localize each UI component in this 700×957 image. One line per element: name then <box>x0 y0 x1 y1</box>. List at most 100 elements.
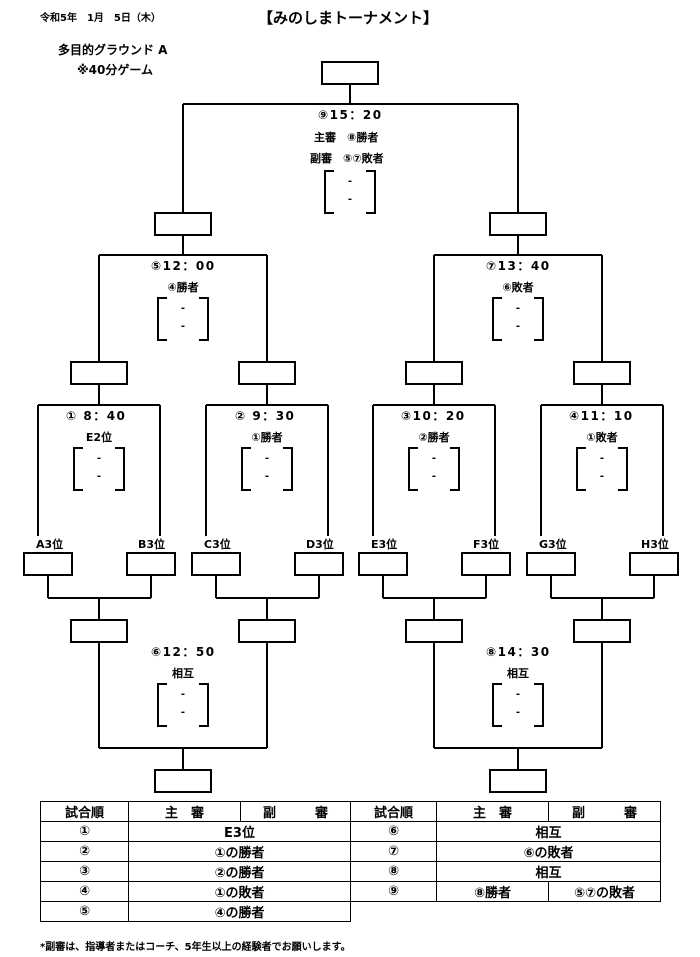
table-row: ④ ①の敗者 ⑨ ⑧勝者 ⑤⑦の敗者 <box>40 881 661 902</box>
match-5-score-bottom: - <box>180 321 186 332</box>
slot-box-cd-loser <box>238 619 296 643</box>
table-row: ② ①の勝者 ⑦ ⑥の敗者 <box>40 841 661 862</box>
match-5-score-box: - - <box>157 297 209 341</box>
row-8-referee: 相互 <box>436 861 661 882</box>
match-2-score-bottom: - <box>264 471 270 482</box>
bracket-line-m9 <box>182 84 519 213</box>
slot-box-m4-winner <box>573 361 631 385</box>
match-1-score-box: - - <box>73 447 125 491</box>
bracket-line-m6 <box>98 642 268 770</box>
match-2-score-box: - - <box>241 447 293 491</box>
row-9-main-referee: ⑧勝者 <box>436 881 549 902</box>
match-4-score-box: - - <box>576 447 628 491</box>
referee-schedule-table: 試合順 主 審 副 審 試合順 主 審 副 審 ① E3位 ⑥ 相互 ② ①の勝… <box>40 801 661 922</box>
row-2-order: ② <box>40 841 129 862</box>
bracket-line-gh <box>550 575 655 620</box>
header-sub-ref-right: 副 審 <box>548 801 661 822</box>
slot-box-gh-loser <box>573 619 631 643</box>
slot-box-ab-loser <box>70 619 128 643</box>
bracket-line-cd <box>215 575 320 620</box>
slot-box-ef-loser <box>405 619 463 643</box>
slot-box-m2-winner <box>238 361 296 385</box>
bracket-line-m7 <box>433 235 603 362</box>
row-9-order: ⑨ <box>350 881 437 902</box>
bracket-line-m4 <box>540 384 664 536</box>
header-order-left: 試合順 <box>40 801 129 822</box>
team-label-f3: F3位 <box>473 538 500 551</box>
match-1-score-bottom: - <box>96 471 102 482</box>
row-8-order: ⑧ <box>350 861 437 882</box>
match-3-time: ③10：20 <box>401 409 466 423</box>
match-9-score-top: - <box>347 176 353 187</box>
match-4-time: ④11：10 <box>569 409 634 423</box>
table-row: ③ ②の勝者 ⑧ 相互 <box>40 861 661 882</box>
match-6-score-top: - <box>180 689 186 700</box>
page-title: 【みのしまトーナメント】 <box>258 9 439 27</box>
venue-label: 多目的グラウンド A <box>58 43 168 57</box>
match-3-score-bottom: - <box>431 471 437 482</box>
row-4-order: ④ <box>40 881 129 902</box>
match-1-score-top: - <box>96 453 102 464</box>
match-4-score-top: - <box>599 453 605 464</box>
team-box-d3 <box>294 552 344 576</box>
bracket-line-m2 <box>205 384 329 536</box>
team-label-c3: C3位 <box>204 538 231 551</box>
match-3-score-box: - - <box>408 447 460 491</box>
match-9-score-bottom: - <box>347 194 353 205</box>
bracket-line-m1 <box>37 384 161 536</box>
match-6-score-bottom: - <box>180 707 186 718</box>
match-5-time: ⑤12：00 <box>151 259 216 273</box>
match-3-score-top: - <box>431 453 437 464</box>
bracket-line-m3 <box>372 384 496 536</box>
team-box-e3 <box>358 552 408 576</box>
match-7-score-bottom: - <box>515 321 521 332</box>
table-header-row: 試合順 主 審 副 審 試合順 主 審 副 審 <box>40 801 661 822</box>
team-box-h3 <box>629 552 679 576</box>
row-4-referee: ①の敗者 <box>128 881 351 902</box>
match-9-time: ⑨15：20 <box>318 108 383 122</box>
final-winner-box <box>321 61 379 85</box>
footnote: *副審は、指導者またはコーチ、5年生以上の経験者でお願いします。 <box>40 942 351 953</box>
match-4-condition: ①敗者 <box>586 431 618 444</box>
row-2-referee: ①の勝者 <box>128 841 351 862</box>
team-label-h3: H3位 <box>641 538 669 551</box>
row-5-referee: ④の勝者 <box>128 901 351 922</box>
date-label: 令和5年 1月 5日（木） <box>40 13 161 24</box>
match-8-score-top: - <box>515 689 521 700</box>
match-9-referee-main: 主審 ⑧勝者 <box>314 131 379 144</box>
empty-cell <box>351 902 661 922</box>
row-6-referee: 相互 <box>436 821 661 842</box>
row-1-order: ① <box>40 821 129 842</box>
game-length-label: ※40分ゲーム <box>77 63 154 77</box>
slot-box-m6-winner <box>154 769 212 793</box>
header-main-ref-left: 主 審 <box>128 801 241 822</box>
match-8-time: ⑧14：30 <box>486 645 551 659</box>
slot-box-m3-winner <box>405 361 463 385</box>
team-label-e3: E3位 <box>371 538 398 551</box>
row-7-order: ⑦ <box>350 841 437 862</box>
team-box-c3 <box>191 552 241 576</box>
bracket-line-m8 <box>433 642 603 770</box>
match-6-score-box: - - <box>157 683 209 727</box>
match-7-score-box: - - <box>492 297 544 341</box>
match-6-time: ⑥12：50 <box>151 645 216 659</box>
bracket-line-m5 <box>98 235 268 362</box>
match-3-condition: ②勝者 <box>418 431 450 444</box>
match-7-score-top: - <box>515 303 521 314</box>
bracket-line-ab <box>47 575 152 620</box>
slot-box-m1-winner <box>70 361 128 385</box>
slot-box-m5-winner <box>154 212 212 236</box>
team-box-b3 <box>126 552 176 576</box>
match-9-score-box: - - <box>324 170 376 214</box>
team-label-g3: G3位 <box>539 538 567 551</box>
match-8-condition: 相互 <box>507 667 529 680</box>
row-3-referee: ②の勝者 <box>128 861 351 882</box>
match-5-condition: ④勝者 <box>167 281 199 294</box>
match-9-referee-sub: 副審 ⑤⑦敗者 <box>310 152 384 165</box>
slot-box-m7-winner <box>489 212 547 236</box>
row-7-referee: ⑥の敗者 <box>436 841 661 862</box>
match-7-condition: ⑥敗者 <box>502 281 534 294</box>
team-box-a3 <box>23 552 73 576</box>
match-2-condition: ①勝者 <box>251 431 283 444</box>
bracket-line-ef <box>382 575 487 620</box>
